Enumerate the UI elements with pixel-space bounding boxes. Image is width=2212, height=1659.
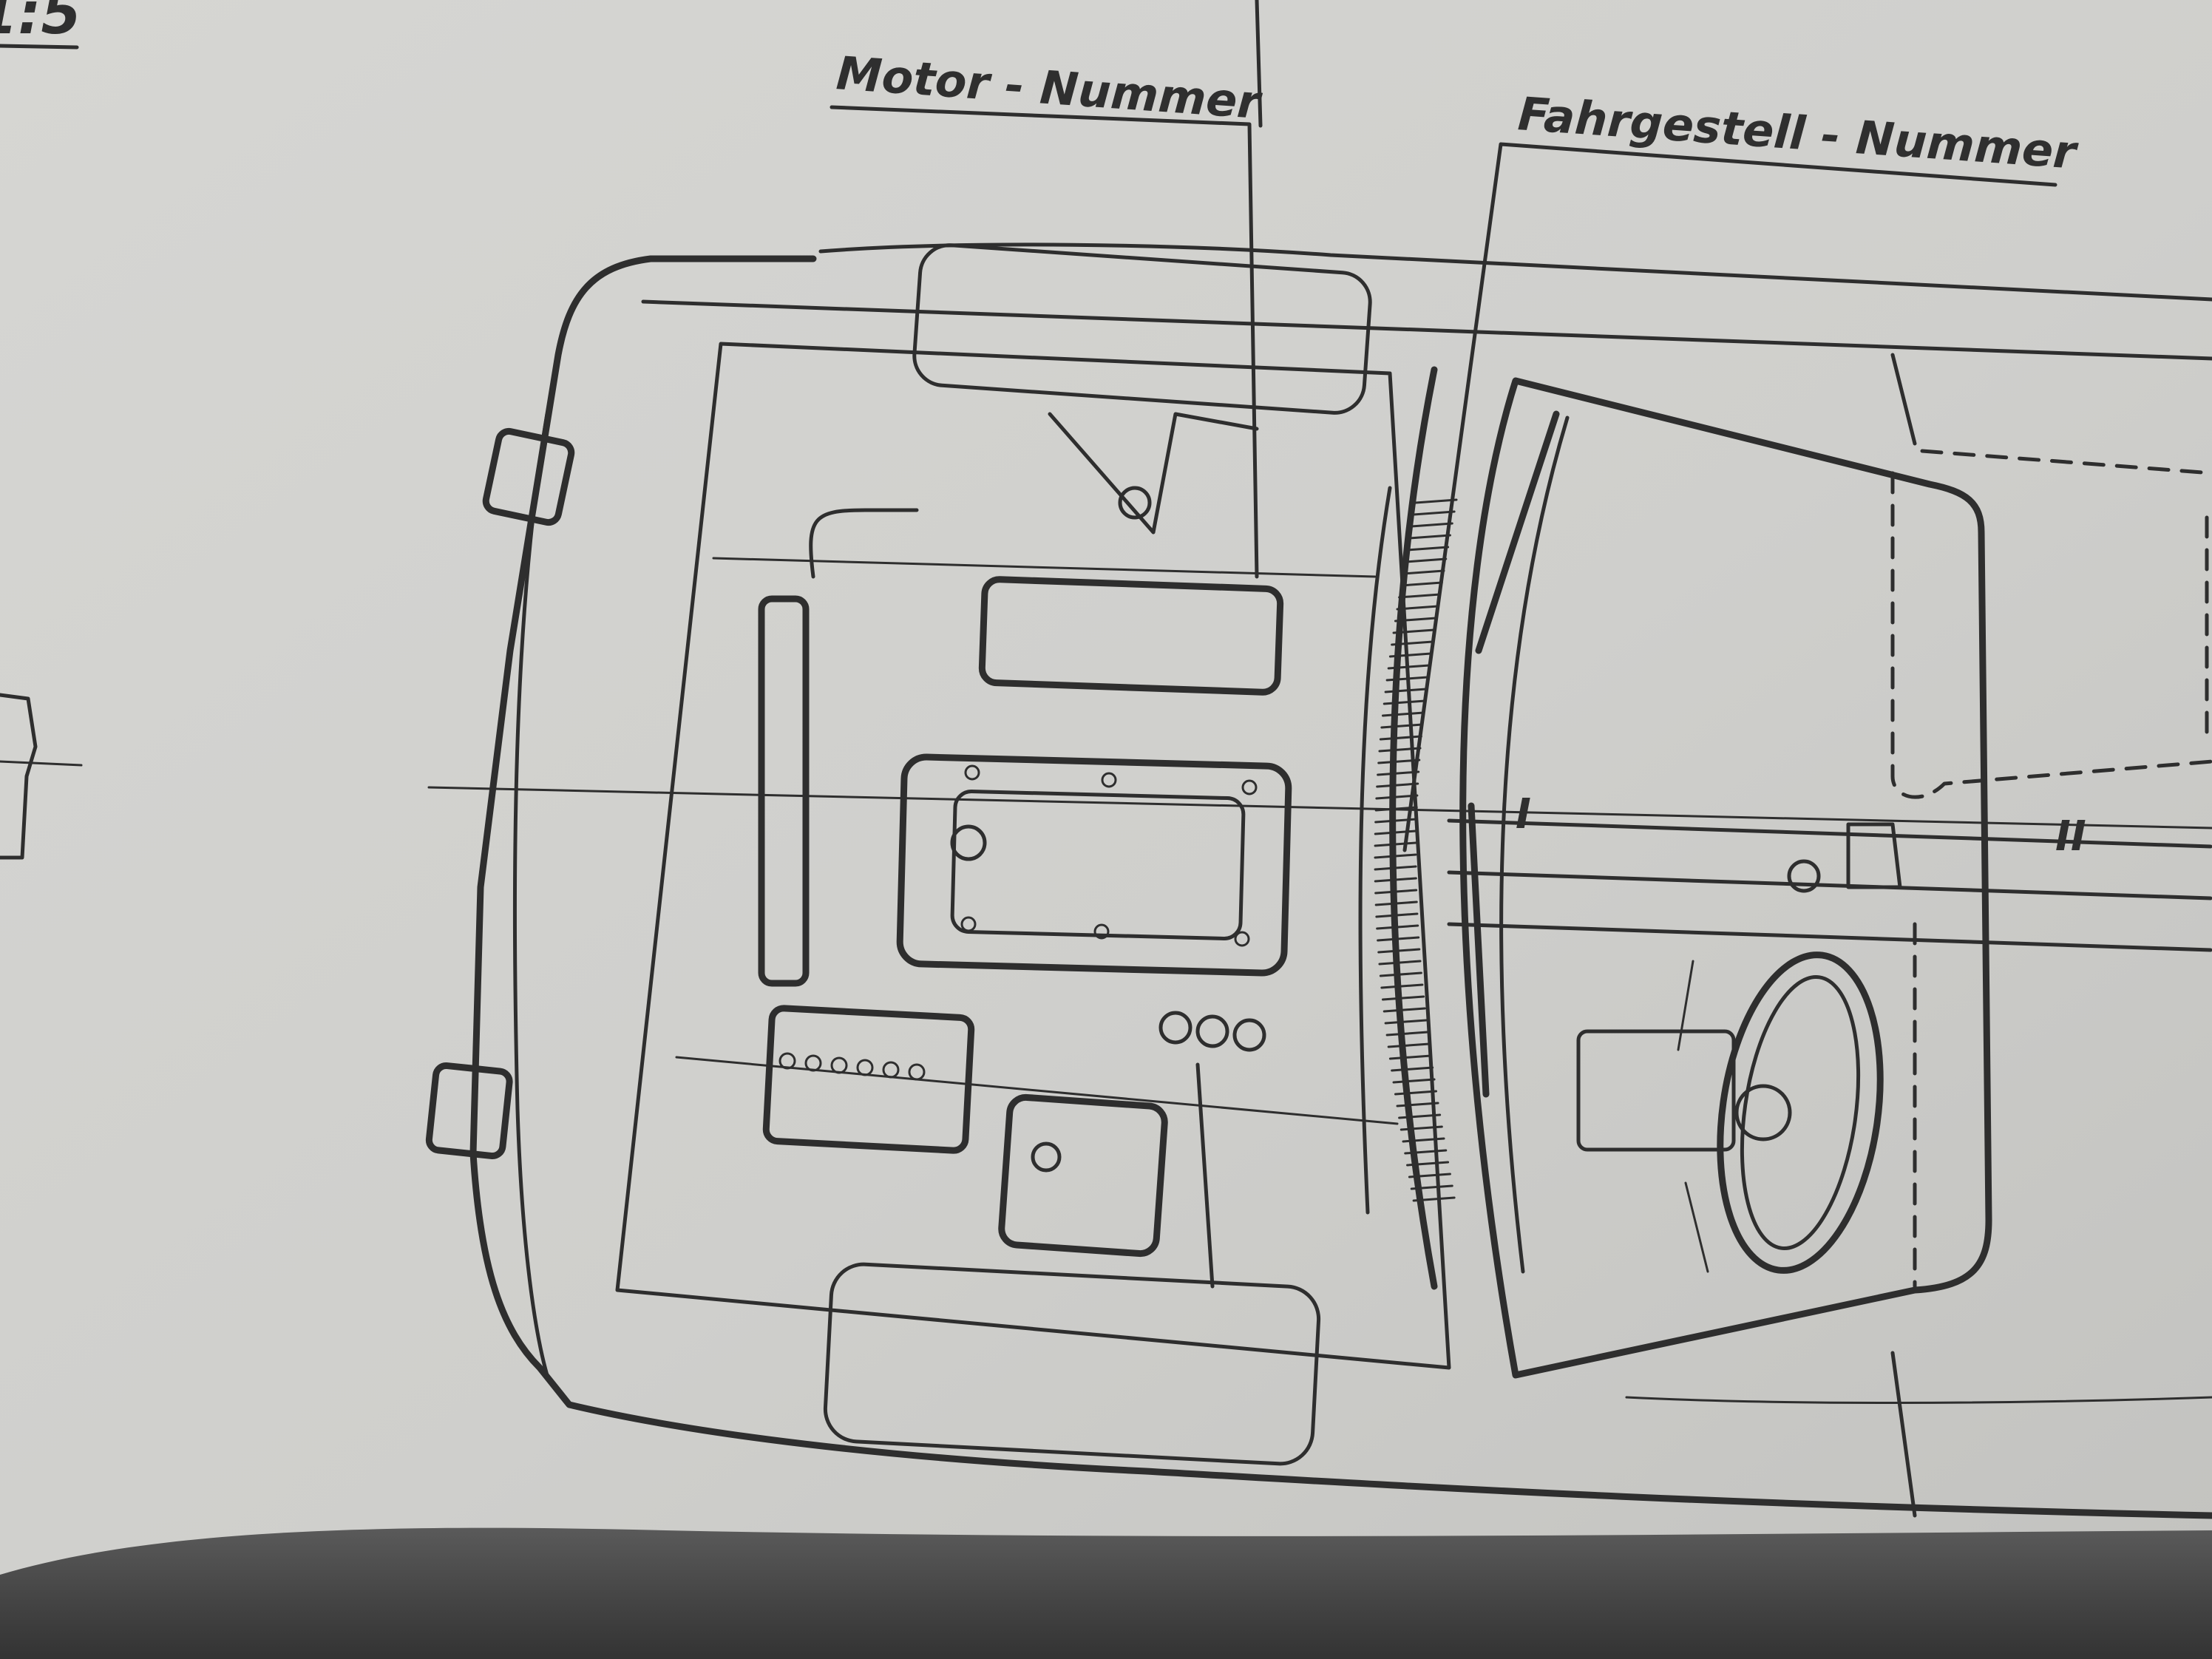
vent-slot — [1379, 971, 1422, 977]
vent-slot — [1400, 581, 1443, 587]
vent-slot — [1384, 1019, 1428, 1025]
vent-slot — [1406, 546, 1450, 552]
vent-slot — [1374, 841, 1417, 847]
vent-slot — [1374, 877, 1417, 883]
vent-slot — [1414, 498, 1458, 504]
firewall-vents — [1358, 366, 1458, 1290]
vent-slot — [1388, 1054, 1432, 1060]
drive-tunnel — [1447, 818, 2212, 952]
vent-slot — [1385, 1031, 1429, 1037]
upper-tow-hook — [482, 427, 575, 526]
vent-slot — [1388, 652, 1432, 658]
car-body-outline — [425, 242, 2212, 1519]
vent-slot — [1398, 593, 1442, 599]
vent-slot — [1412, 1196, 1456, 1202]
vent-slot — [1398, 1113, 1442, 1119]
vent-slot — [1380, 723, 1424, 729]
vent-slot — [1374, 830, 1417, 835]
vent-slot — [1402, 569, 1445, 575]
scale-fragment: 1:5 — [0, 0, 81, 47]
vent-slot — [1410, 522, 1453, 528]
vent-slot — [1374, 900, 1418, 906]
vent-slot — [1410, 1184, 1453, 1190]
vent-slot — [1374, 865, 1417, 871]
vent-slot — [1391, 1066, 1434, 1072]
vent-slot — [1375, 912, 1419, 918]
vent-slot — [1392, 628, 1436, 634]
vent-slot — [1377, 936, 1420, 942]
chassis-number-leader — [1402, 142, 2057, 852]
vent-slot — [1377, 759, 1421, 764]
vent-slot — [1396, 1102, 1439, 1107]
vent-slot — [1392, 1078, 1436, 1084]
scale-underline — [0, 44, 79, 50]
vent-slot — [1374, 853, 1417, 859]
front-wheel-upper — [912, 243, 1372, 415]
rear-wheel-arch — [1890, 1351, 1917, 1518]
left-edge-fragment — [0, 693, 83, 860]
vent-slot — [1377, 948, 1421, 954]
vent-slot — [1377, 770, 1420, 776]
vent-slot — [1382, 711, 1425, 717]
vent-slot — [1378, 747, 1422, 753]
vent-slot — [1376, 924, 1419, 930]
vent-slot — [1400, 1125, 1443, 1131]
engine-bay — [427, 342, 2212, 1370]
roman-marker-two: II — [2055, 812, 2086, 861]
vent-slot — [1406, 1161, 1450, 1167]
vent-slot — [1408, 1173, 1451, 1178]
vent-slot — [1385, 676, 1429, 682]
vent-slot — [1387, 664, 1431, 670]
front-wheel-lower — [823, 1262, 1321, 1466]
vent-slot — [1394, 617, 1437, 622]
engine-number-leader — [830, 105, 1259, 579]
vent-slot — [1378, 960, 1422, 966]
steering-wheel — [1576, 951, 1884, 1274]
photo-shadow — [0, 1527, 2212, 1659]
vent-slot — [1396, 605, 1439, 611]
vent-slot — [1382, 699, 1426, 705]
vent-slot — [1382, 995, 1425, 1001]
vent-slot — [1391, 640, 1434, 646]
vent-slot — [1394, 1090, 1437, 1096]
vent-slot — [1379, 735, 1422, 741]
vent-slot — [1382, 1007, 1426, 1013]
vent-slot — [1376, 782, 1419, 788]
vent-slot — [1404, 1149, 1448, 1155]
vent-slot — [1384, 688, 1428, 693]
vent-slot — [1380, 983, 1424, 989]
vent-slot — [1387, 1042, 1431, 1048]
vent-slot — [1374, 889, 1418, 895]
cabin — [1459, 353, 2212, 1379]
vent-slot — [1408, 534, 1451, 540]
vent-slot — [1412, 510, 1456, 516]
vent-slot — [1404, 557, 1448, 563]
engine-block — [758, 412, 1292, 1289]
roman-marker-one: I — [1516, 790, 1531, 838]
lower-tow-hook — [425, 1062, 513, 1160]
vent-slot — [1402, 1137, 1445, 1143]
